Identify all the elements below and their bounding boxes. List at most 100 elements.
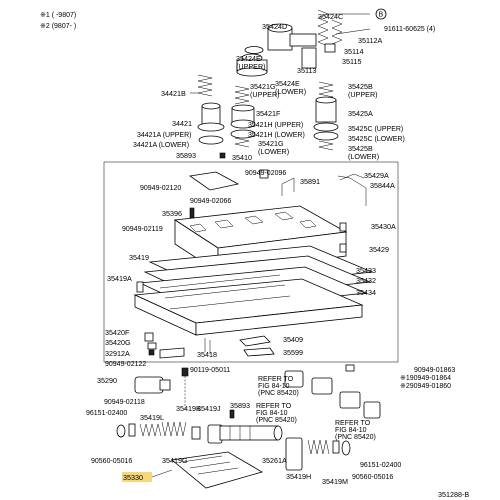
- valve-35419g: [191, 426, 201, 440]
- label-35420g: 35420G: [105, 338, 131, 347]
- label-35330: 35330: [123, 473, 143, 482]
- label-35420f: 35420F: [105, 328, 130, 337]
- label-91611: 91611-60625 (4): [384, 26, 435, 33]
- label-35433: 35433: [356, 266, 376, 275]
- label-35421h-lower: 35421H (LOWER): [248, 132, 305, 139]
- plug-90560-05016-left: [128, 423, 136, 437]
- label-35599: 35599: [283, 348, 303, 357]
- ball-35420f: [144, 332, 154, 342]
- label-35396: 35396: [162, 209, 182, 218]
- pin-35893-bot: [229, 409, 235, 419]
- highlight-35330: [122, 472, 152, 482]
- pin-35429: [339, 243, 347, 253]
- label-90949-02119: 90949-02119: [122, 226, 163, 233]
- label-35425b-upper-a: 35425B: [348, 82, 373, 91]
- label-35419a: 35419A: [107, 274, 132, 283]
- label-35429a: 35429A: [364, 171, 389, 180]
- label-290949-01860: ※290949-01860: [400, 383, 451, 390]
- label-35424d: 35424D: [262, 22, 287, 31]
- oring-35421h-lower: [230, 129, 256, 139]
- label-34421: 34421: [172, 119, 192, 128]
- check-ball-35396: [189, 207, 195, 219]
- piston-34421-top: [201, 102, 221, 110]
- label-90560-05016-right: 90560-05016: [352, 474, 393, 481]
- label-96151-02400-left: 96151-02400: [86, 410, 127, 417]
- center-accumulator: [230, 85, 256, 148]
- label-35421g-upper-b: (UPPER): [250, 90, 280, 99]
- oring-90949-01863: [345, 364, 355, 372]
- bracket-90949-02120: [188, 171, 240, 191]
- piston-35425a-top: [315, 96, 337, 104]
- label-35429: 35429: [369, 245, 389, 254]
- piston-top: [267, 23, 293, 33]
- label-35424e-upper-b: (UPPER): [236, 62, 266, 71]
- label-90949-01863: 90949-01863: [414, 367, 455, 374]
- label-refer-3a: REFER TO: [335, 420, 371, 427]
- leader-35330: [151, 469, 173, 478]
- spring-35421g: [234, 85, 250, 105]
- label-35425b-lower-a: 35425B: [348, 144, 373, 153]
- label-90949-02120: 90949-02120: [140, 185, 181, 192]
- label-90560-05016-left: 90560-05016: [91, 458, 132, 465]
- label-35421g-lower-b: (LOWER): [258, 147, 289, 156]
- pin-35430a: [339, 222, 347, 232]
- oring-35421h-upper: [230, 119, 256, 129]
- label-96151-02400-right: 96151-02400: [360, 462, 401, 469]
- label-35425c-upper: 35425C (UPPER): [348, 126, 403, 133]
- valve-body-frame: [103, 161, 399, 363]
- spring-35419k: [161, 421, 187, 437]
- label-90949-02118: 90949-02118: [104, 399, 145, 406]
- oil-strainer-35330: [171, 451, 264, 489]
- label-35432: 35432: [356, 276, 376, 285]
- label-35419h: 35419H: [286, 472, 311, 481]
- label-32912a: 32912A: [105, 349, 130, 358]
- label-190949-01864: ※190949-01864: [400, 375, 451, 382]
- label-35424e-upper-a: 35424E: [236, 54, 261, 63]
- top-spring-cluster: [236, 9, 371, 77]
- label-refer-2b: FIG 84-10: [256, 410, 288, 417]
- label-35893-top: 35893: [176, 151, 196, 160]
- label-34421a-upper: 34421A (UPPER): [137, 132, 191, 139]
- solenoid-right-3: [339, 391, 361, 409]
- body-bores: [189, 211, 317, 233]
- sleeve-35261a: [219, 425, 279, 441]
- piston-35421f-top: [231, 104, 255, 112]
- pipe-35844a: [337, 175, 367, 206]
- label-35419m: 35419M: [322, 477, 348, 486]
- label-35410: 35410: [232, 153, 252, 162]
- label-refer-1a: REFER TO: [258, 376, 294, 383]
- separator-plates: [133, 245, 374, 336]
- label-35419k: 35419K: [176, 404, 201, 413]
- spring-35421g-lower: [234, 137, 250, 148]
- label-refer-2c: (PNC 85420): [256, 417, 297, 424]
- spring-35419m: [307, 439, 330, 455]
- left-accumulator: [190, 74, 225, 145]
- label-35421g-lower-a: 35421G: [258, 139, 284, 148]
- label-35418: 35418: [197, 350, 217, 359]
- screen-90949-02096: [259, 169, 269, 179]
- spring-35419a: [136, 281, 144, 293]
- label-35419l: 35419L: [140, 413, 164, 422]
- plate-detail: [159, 274, 291, 310]
- label-refer-2a: REFER TO: [256, 403, 292, 410]
- tube-35891: [281, 173, 365, 196]
- label-35115: 35115: [342, 57, 361, 66]
- label-35112a: 35112A: [358, 36, 382, 45]
- oring-35425c-upper: [313, 122, 339, 132]
- label-90949-02122: 90949-02122: [105, 361, 146, 368]
- cap-35115: [324, 43, 336, 53]
- solenoid-35290-tip: [159, 379, 171, 391]
- label-90119-05011: 90119-05011: [190, 367, 230, 374]
- pin-35113: [301, 47, 317, 69]
- label-35891: 35891: [300, 177, 320, 186]
- label-35421f: 35421F: [256, 109, 281, 118]
- spring-35425b-lower: [318, 140, 334, 151]
- oring-34421a-upper: [197, 122, 225, 132]
- sleeve-35424c: [289, 33, 317, 47]
- plate-35409: [239, 335, 271, 347]
- label-34421a-lower: 34421A (LOWER): [133, 142, 189, 149]
- spring-35114: [331, 19, 343, 45]
- sleeve-end: [273, 425, 283, 441]
